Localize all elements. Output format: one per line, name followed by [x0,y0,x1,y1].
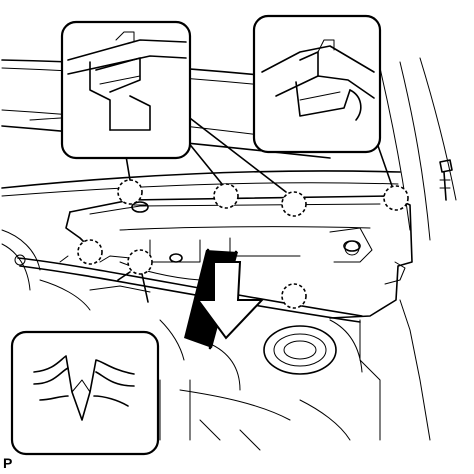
clip-marker-7 [281,283,307,309]
wiper-arm [17,255,363,323]
clip-marker-5 [77,239,103,265]
clip-detail-inset-right [252,14,382,154]
clip-detail-inset-left [60,20,192,160]
engine-bay-parts [1,229,431,451]
clip-marker-2 [213,183,239,209]
page-reference-letter: P [3,455,13,471]
windshield-edge [1,170,401,197]
clip-marker-6 [127,249,153,275]
clip-locations [77,179,409,309]
fastener-clip [439,159,453,201]
clip-marker-1 [117,179,143,205]
clip-detail-inset-bottom [10,330,160,456]
mounting-bolts [131,201,361,263]
callout-leaders [117,111,393,303]
clip-marker-3 [281,191,307,217]
clip-marker-4 [383,185,409,211]
reservoir-cap [263,325,337,375]
removal-arrow [184,248,265,350]
